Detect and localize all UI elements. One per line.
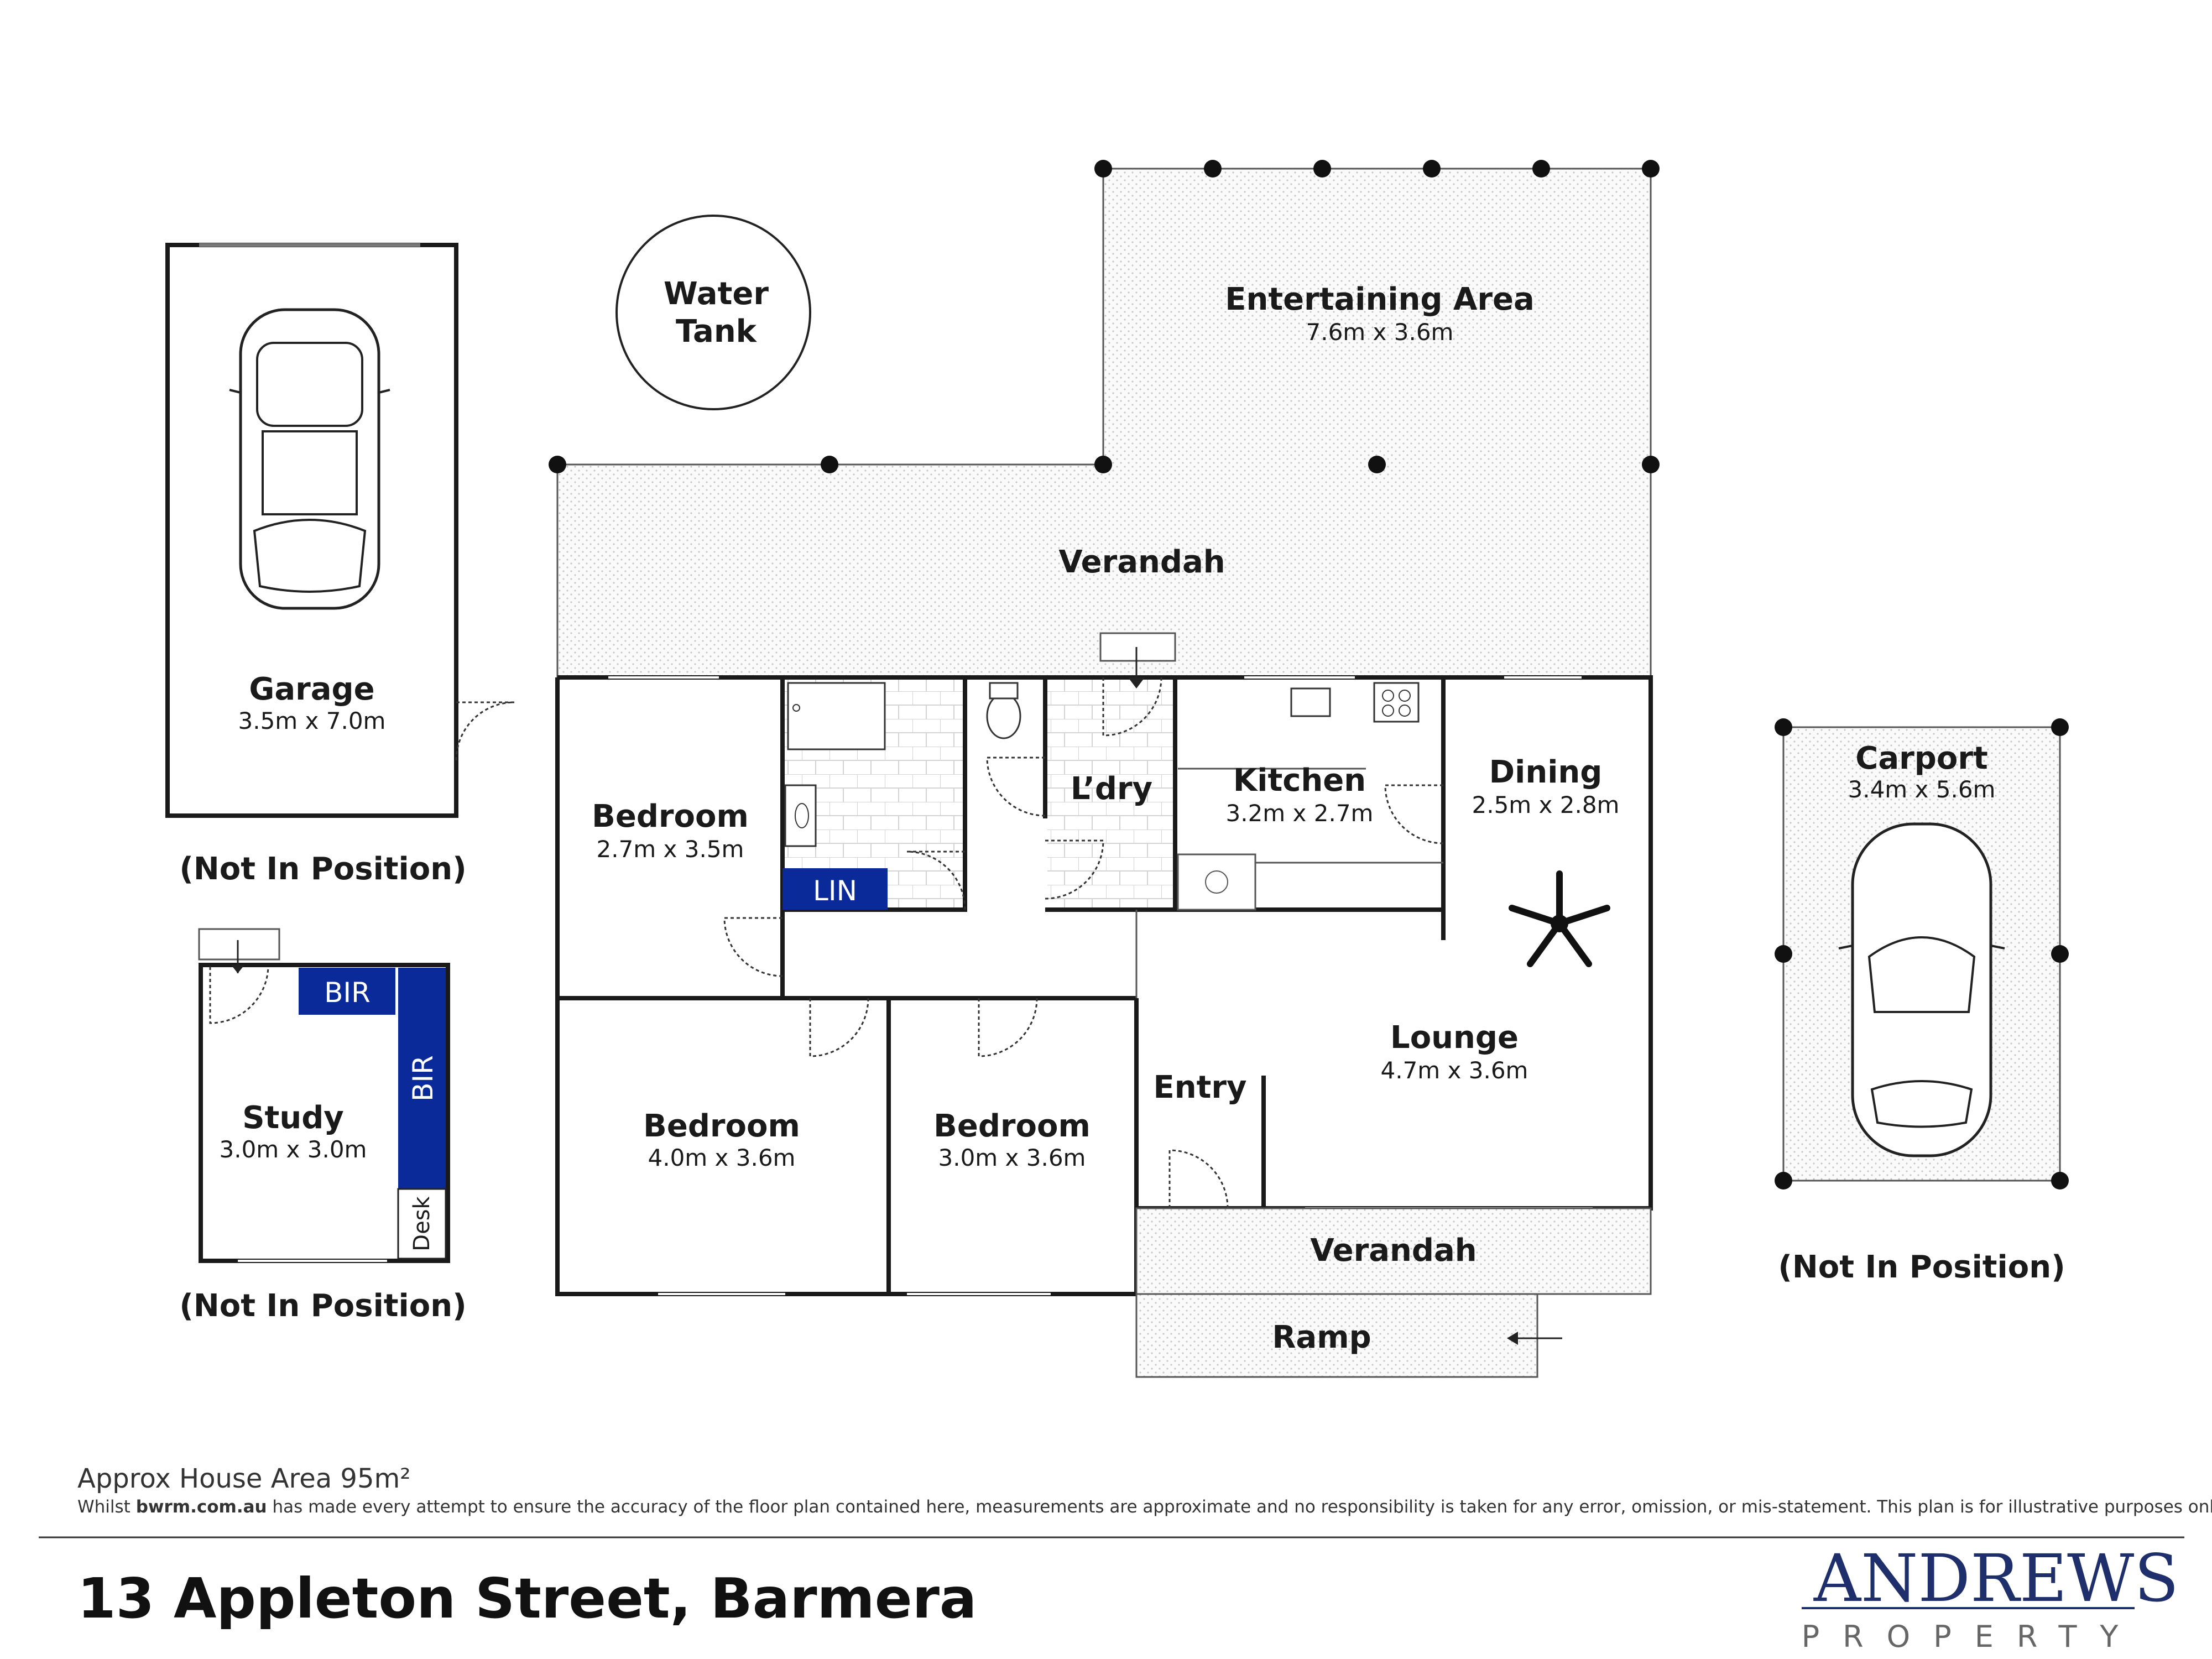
kitchen-name: Kitchen bbox=[1233, 763, 1366, 799]
kitchen-fixtures bbox=[1177, 680, 1443, 911]
garage-name: Garage bbox=[249, 671, 374, 707]
dining-name: Dining bbox=[1489, 754, 1603, 790]
bir-side-cupboard bbox=[398, 968, 446, 1189]
bedroom1-name: Bedroom bbox=[592, 799, 749, 834]
ramp bbox=[1135, 1293, 1562, 1378]
entertaining-area bbox=[556, 168, 1652, 677]
laundry-floor bbox=[1047, 680, 1173, 907]
ceiling-fan-icon bbox=[1509, 870, 1610, 967]
rear-verandah-name: Verandah bbox=[1058, 544, 1225, 580]
study bbox=[198, 928, 450, 1263]
house-area: Approx House Area 95m² bbox=[77, 1463, 410, 1494]
kitchen-dim: 3.2m x 2.7m bbox=[1226, 800, 1374, 827]
property-address: 13 Appleton Street, Barmera bbox=[77, 1566, 977, 1631]
lounge-dim: 4.7m x 3.6m bbox=[1381, 1057, 1528, 1084]
carport-name: Carport bbox=[1855, 740, 1987, 776]
entertaining-dim: 7.6m x 3.6m bbox=[1306, 319, 1454, 346]
bedroom2-name: Bedroom bbox=[643, 1108, 800, 1144]
water-tank-label-2: Tank bbox=[676, 314, 758, 349]
carport-dim: 3.4m x 5.6m bbox=[1848, 776, 1996, 803]
andrews-property-logo: ANDREWS PROPERTY bbox=[1802, 1540, 2179, 1654]
study-name: Study bbox=[242, 1100, 344, 1136]
dining-dim: 2.5m x 2.8m bbox=[1472, 791, 1620, 818]
lin-label: LIN bbox=[813, 875, 857, 907]
car-icon bbox=[1838, 822, 2005, 1157]
bedroom3-name: Bedroom bbox=[933, 1108, 1091, 1144]
lounge-name: Lounge bbox=[1390, 1020, 1519, 1056]
entertaining-name: Entertaining Area bbox=[1225, 281, 1534, 317]
bedroom1-dim: 2.7m x 3.5m bbox=[597, 836, 744, 863]
doors bbox=[723, 632, 1444, 1209]
laundry-name: L’dry bbox=[1071, 771, 1152, 807]
garage bbox=[165, 243, 515, 818]
logo-sub: PROPERTY bbox=[1802, 1619, 2142, 1654]
water-tank bbox=[615, 215, 811, 410]
water-tank-label-1: Water bbox=[664, 276, 769, 312]
entertaining-posts bbox=[549, 160, 1660, 473]
front-verandah bbox=[1135, 1207, 1652, 1295]
ramp-name: Ramp bbox=[1272, 1319, 1371, 1355]
logo-main: ANDREWS bbox=[1813, 1540, 2179, 1616]
lin-cupboard bbox=[782, 868, 888, 910]
desk-label: Desk bbox=[409, 1196, 435, 1251]
garage-dim: 3.5m x 7.0m bbox=[238, 707, 386, 734]
front-verandah-name: Verandah bbox=[1310, 1233, 1477, 1269]
entry-name: Entry bbox=[1153, 1070, 1246, 1105]
study-not-in-position: (Not In Position) bbox=[179, 1288, 466, 1324]
bir-top-cupboard bbox=[299, 968, 395, 1015]
bedroom2-dim: 4.0m x 3.6m bbox=[648, 1144, 796, 1171]
bir-top-label: BIR bbox=[324, 977, 371, 1009]
bedroom3-dim: 3.0m x 3.6m bbox=[938, 1144, 1086, 1171]
bath-fixtures bbox=[784, 680, 1040, 847]
carport bbox=[1775, 718, 2069, 1190]
carport-not-in-position: (Not In Position) bbox=[1778, 1249, 2065, 1285]
bir-side-label: BIR bbox=[407, 1055, 439, 1102]
study-dim: 3.0m x 3.0m bbox=[220, 1136, 367, 1163]
car-icon bbox=[229, 308, 390, 610]
disclaimer: Whilst bwrm.com.au has made every attemp… bbox=[77, 1497, 2212, 1517]
garage-not-in-position: (Not In Position) bbox=[179, 851, 466, 887]
